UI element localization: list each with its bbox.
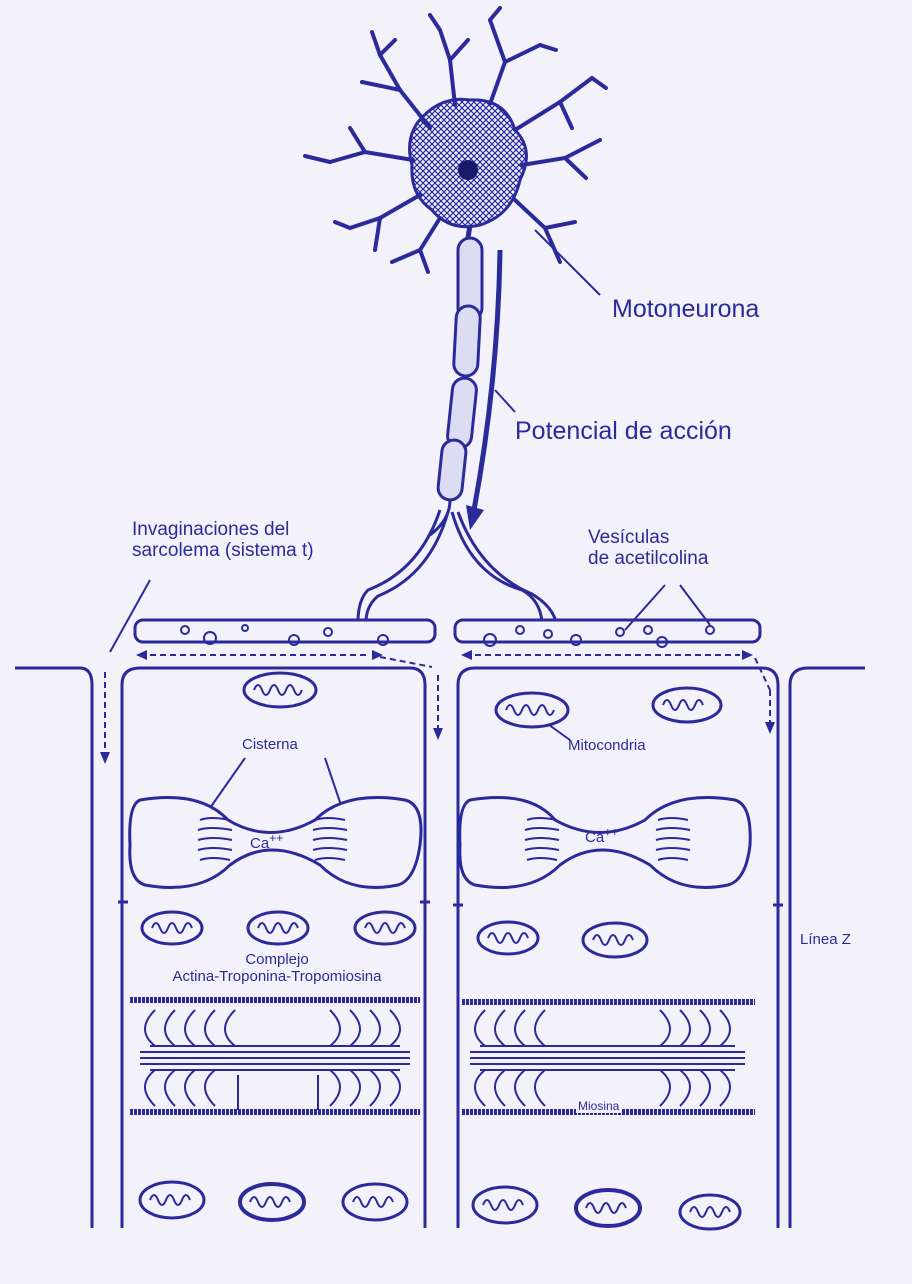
action-potential-arrow [466, 249, 503, 530]
label-calcio-left: Ca++ [250, 831, 284, 852]
label-vesiculas-line2: de acetilcolina [588, 547, 709, 569]
z-line-marks [118, 900, 783, 907]
neuron-cell-body [408, 97, 528, 229]
acetylcholine-vesicles [180, 624, 715, 648]
label-cisterna: Cisterna [242, 736, 298, 753]
sarcolemma [15, 666, 865, 1228]
label-invaginaciones-line2: sarcolema (sistema t) [132, 539, 314, 561]
axon-terminals [356, 509, 558, 623]
label-invaginaciones-line1: Invaginaciones del [132, 519, 290, 540]
label-vesiculas: Vesículas de acetilcolina [588, 527, 709, 570]
end-plates [133, 618, 762, 644]
label-motoneurona: Motoneurona [612, 295, 760, 323]
label-potencial-accion: Potencial de acción [515, 417, 732, 445]
mitochondria [138, 671, 742, 1231]
axon [429, 224, 484, 537]
t-tubule-arrows [104, 654, 771, 755]
label-complejo-line1: Complejo [245, 951, 309, 968]
label-mitocondria: Mitocondria [568, 737, 646, 754]
label-linea-z: Línea Z [800, 931, 851, 948]
label-vesiculas-line1: Vesículas [588, 527, 670, 548]
cisternae [128, 796, 752, 889]
label-complejo: Complejo Actina-Troponina-Tropomiosina [132, 951, 422, 985]
nucleus [458, 160, 478, 180]
sarcomeres [130, 997, 755, 1115]
label-invaginaciones: Invaginaciones del sarcolema (sistema t) [132, 519, 314, 562]
arrow-heads [100, 650, 775, 764]
dendrites [303, 6, 608, 274]
label-calcio-right: Ca++ [585, 825, 619, 846]
label-complejo-line2: Actina-Troponina-Tropomiosina [172, 967, 382, 985]
label-miosina: Miosina [576, 1099, 622, 1114]
